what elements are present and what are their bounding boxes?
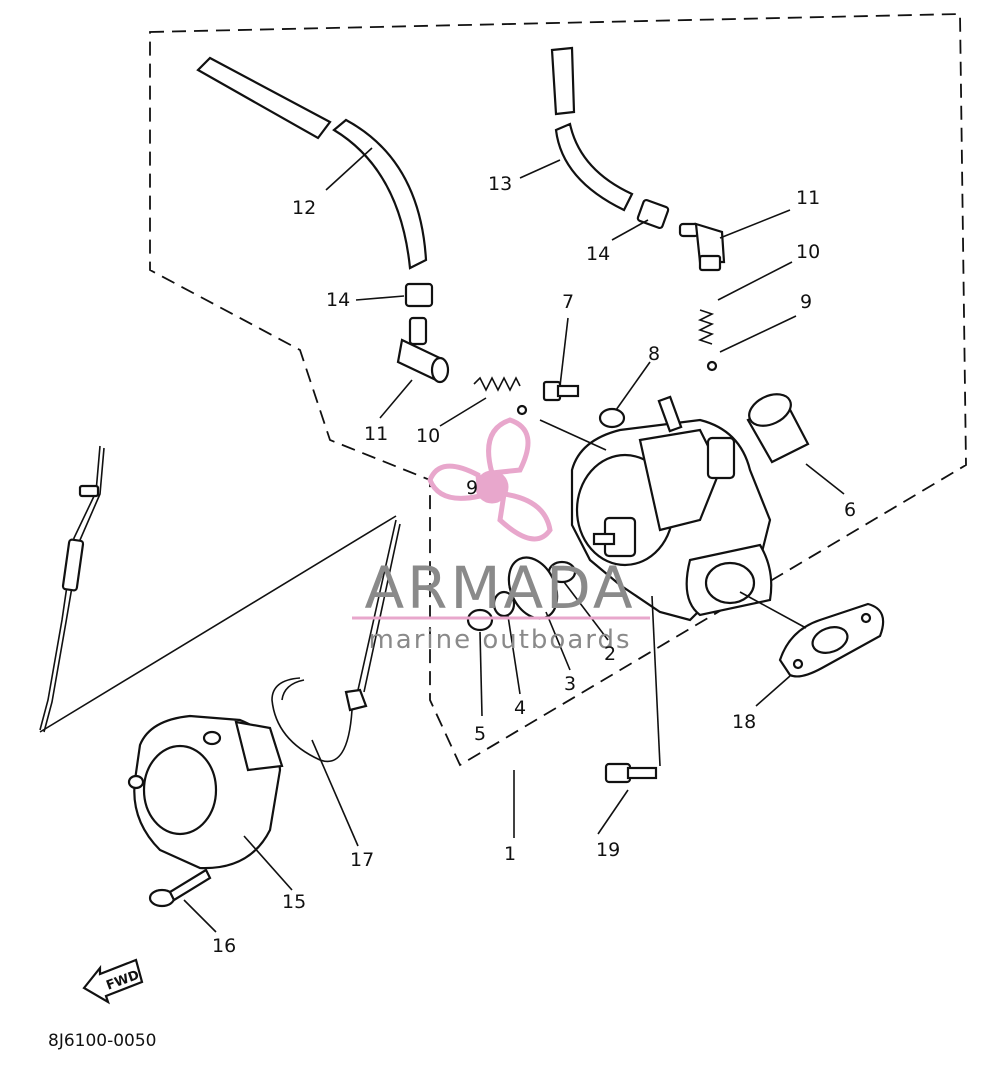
ball-9-right [706,360,718,372]
label-12: 12 [292,197,316,219]
label-3: 3 [564,673,576,695]
fwd-arrow-icon: FWD [82,958,144,1005]
spring-10-left [473,376,521,392]
washer-8 [598,407,626,429]
label-16: 16 [212,935,236,957]
cover-15 [127,714,284,870]
label-10-right: 10 [796,241,820,263]
tube-17 [271,519,401,763]
hose-13 [550,46,634,212]
cable [39,445,105,733]
spacer-5 [466,608,494,632]
cap-6 [746,393,810,464]
screw-16 [148,868,212,908]
label-2: 2 [604,643,616,665]
label-11-right: 11 [796,187,820,209]
bolt-7 [542,380,580,402]
label-13: 13 [488,173,512,195]
leader-lines [39,147,845,933]
clamp-14-left [404,282,434,308]
label-7: 7 [562,291,574,313]
spring-10-right [697,309,715,345]
assembly-boundary [149,13,967,767]
label-11-left: 11 [364,423,388,445]
label-9-left: 9 [466,477,478,499]
fuel-pump-body [570,395,773,622]
label-14-right: 14 [586,243,610,265]
diagram-code: 8J6100-0050 [48,1031,157,1051]
label-14-left: 14 [326,289,350,311]
bolt-19 [604,762,658,784]
washer-4 [492,590,516,618]
label-19: 19 [596,839,620,861]
label-18: 18 [732,711,756,733]
watermark: ARMADA marine outboards [352,417,650,655]
label-4: 4 [514,697,526,719]
watermark-brand: ARMADA [364,554,635,622]
label-9-right: 9 [800,291,812,313]
label-6: 6 [844,499,856,521]
label-15: 15 [282,891,306,913]
label-17: 17 [350,849,374,871]
hose-12 [196,56,428,270]
gasket-18 [778,602,885,678]
elbow-11-left [396,316,450,384]
ball-9-left [516,404,528,416]
label-8: 8 [648,343,660,365]
watermark-tagline: marine outboards [368,625,631,655]
label-1: 1 [504,843,516,865]
propeller-icon [427,417,553,542]
label-10-left: 10 [416,425,440,447]
elbow-11-right [678,222,726,272]
label-5: 5 [474,723,486,745]
